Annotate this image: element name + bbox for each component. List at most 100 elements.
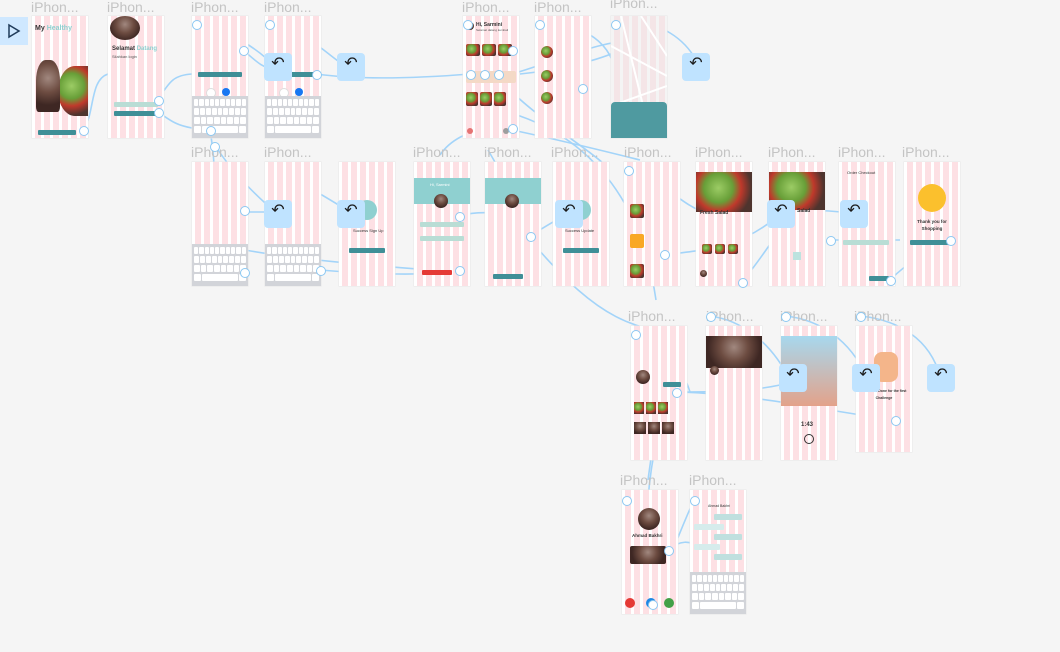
connector-handle[interactable] — [738, 278, 748, 288]
back-arrow-icon[interactable] — [927, 364, 955, 392]
connector-handle[interactable] — [210, 142, 220, 152]
connector-handle[interactable] — [463, 20, 473, 30]
screen-login[interactable] — [192, 16, 248, 138]
back-arrow-icon[interactable] — [555, 200, 583, 228]
connector-handle[interactable] — [672, 388, 682, 398]
screen-onboarding[interactable]: My Healthy — [32, 16, 88, 138]
connector-handle[interactable] — [154, 108, 164, 118]
food-item-image[interactable] — [630, 204, 644, 218]
back-arrow-icon[interactable] — [852, 364, 880, 392]
connector-handle[interactable] — [455, 266, 465, 276]
screen-nearby-list[interactable] — [535, 16, 591, 138]
food-card[interactable] — [482, 44, 496, 56]
challenge-thumb[interactable] — [648, 422, 660, 434]
map-bottom-sheet[interactable] — [611, 102, 667, 138]
connector-handle[interactable] — [316, 266, 326, 276]
logout-button[interactable] — [422, 270, 452, 275]
back-arrow-icon[interactable] — [779, 364, 807, 392]
connector-handle[interactable] — [508, 124, 518, 134]
connector-handle[interactable] — [265, 20, 275, 30]
connector-handle[interactable] — [946, 236, 956, 246]
restaurant-image[interactable] — [541, 46, 553, 58]
back-arrow-icon[interactable] — [767, 200, 795, 228]
connector-handle[interactable] — [664, 546, 674, 556]
food-card[interactable] — [466, 44, 480, 56]
back-arrow-icon[interactable] — [264, 53, 292, 81]
continue-button[interactable] — [563, 248, 599, 253]
screen-workout-timer[interactable]: 1:43 — [781, 326, 837, 460]
payment-option[interactable] — [843, 240, 889, 245]
back-arrow-icon[interactable] — [264, 200, 292, 228]
facebook-icon[interactable] — [295, 88, 303, 96]
connector-handle[interactable] — [631, 330, 641, 340]
quantity-stepper[interactable] — [793, 252, 801, 260]
connector-handle[interactable] — [466, 70, 476, 80]
end-call-icon[interactable] — [625, 598, 635, 608]
start-flow-button[interactable] — [0, 17, 28, 45]
screen-welcome[interactable]: Selamat Datang Silahkan login — [108, 16, 164, 138]
profile-field[interactable] — [420, 222, 464, 227]
challenge-thumb[interactable] — [646, 402, 656, 414]
connector-handle[interactable] — [690, 496, 700, 506]
back-arrow-icon[interactable] — [337, 53, 365, 81]
connector-handle[interactable] — [206, 126, 216, 136]
nav-profile-icon[interactable] — [503, 128, 509, 134]
connector-handle[interactable] — [455, 212, 465, 222]
restaurant-image[interactable] — [541, 70, 553, 82]
food-item-image[interactable] — [630, 234, 644, 248]
connector-handle[interactable] — [611, 20, 621, 30]
continue-button[interactable] — [349, 248, 385, 253]
start-button[interactable] — [38, 130, 76, 135]
play-pause-icon[interactable] — [804, 434, 814, 444]
login-submit-button[interactable] — [271, 72, 315, 77]
profile-avatar[interactable] — [505, 194, 519, 208]
connector-handle[interactable] — [154, 96, 164, 106]
recipe-card[interactable] — [466, 92, 478, 106]
signup-button[interactable] — [114, 111, 158, 116]
connector-handle[interactable] — [891, 416, 901, 426]
connector-handle[interactable] — [535, 20, 545, 30]
save-button[interactable] — [493, 274, 523, 279]
challenge-thumb[interactable] — [658, 402, 668, 414]
nav-home-icon[interactable] — [467, 128, 473, 134]
keyboard[interactable] — [192, 96, 248, 138]
keyboard[interactable] — [192, 244, 248, 286]
connector-handle[interactable] — [240, 206, 250, 216]
screen-food-detail[interactable]: Fresh Salad — [696, 162, 752, 286]
connector-handle[interactable] — [239, 46, 249, 56]
login-submit-button[interactable] — [198, 72, 242, 77]
screen-profile[interactable]: Hi, Sarmini — [414, 162, 470, 286]
back-home-button[interactable] — [910, 240, 954, 245]
recipe-card[interactable] — [494, 92, 506, 106]
back-arrow-icon[interactable] — [337, 200, 365, 228]
connector-handle[interactable] — [79, 126, 89, 136]
connector-handle[interactable] — [622, 496, 632, 506]
connector-handle[interactable] — [240, 268, 250, 278]
phone-icon[interactable] — [664, 598, 674, 608]
login-button[interactable] — [114, 102, 158, 107]
connector-handle[interactable] — [494, 70, 504, 80]
connector-handle[interactable] — [648, 600, 658, 610]
screen-edit-profile[interactable] — [485, 162, 541, 286]
challenge-thumb[interactable] — [634, 422, 646, 434]
screen-signup[interactable] — [192, 162, 248, 286]
pay-button[interactable] — [869, 276, 889, 281]
connector-handle[interactable] — [781, 312, 791, 322]
connector-handle[interactable] — [480, 70, 490, 80]
connector-handle[interactable] — [508, 46, 518, 56]
facebook-icon[interactable] — [222, 88, 230, 96]
restaurant-image[interactable] — [541, 92, 553, 104]
connector-handle[interactable] — [886, 276, 896, 286]
connector-handle[interactable] — [526, 232, 536, 242]
connector-handle[interactable] — [826, 236, 836, 246]
screen-chat[interactable]: Ahmad Bakhri — [690, 490, 746, 614]
challenge-thumb[interactable] — [634, 402, 644, 414]
screen-thanks[interactable]: Thank you for Shopping — [904, 162, 960, 286]
back-arrow-icon[interactable] — [682, 53, 710, 81]
connector-handle[interactable] — [660, 250, 670, 260]
connector-handle[interactable] — [578, 84, 588, 94]
connector-handle[interactable] — [192, 20, 202, 30]
keyboard[interactable] — [690, 572, 746, 614]
screen-challenge-detail[interactable] — [706, 326, 762, 460]
profile-field[interactable] — [420, 236, 464, 241]
